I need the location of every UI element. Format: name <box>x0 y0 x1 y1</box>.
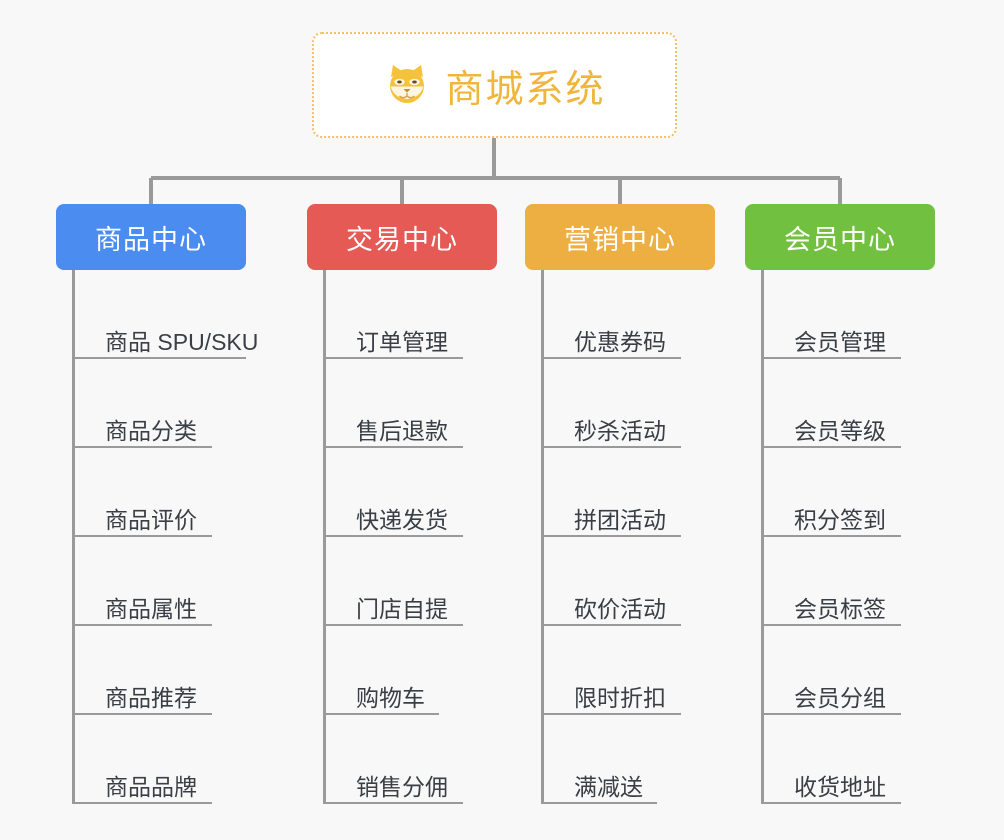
leaf-list-trade-center: 订单管理售后退款快递发货门店自提购物车销售分佣 <box>323 270 497 804</box>
branch-column-trade-center: 交易中心订单管理售后退款快递发货门店自提购物车销售分佣 <box>307 204 497 804</box>
leaf-item-label: 会员等级 <box>794 417 886 444</box>
category-label: 商品中心 <box>95 224 207 255</box>
leaf-item-label: 售后退款 <box>356 417 448 444</box>
leaf-item-label: 砍价活动 <box>574 595 666 622</box>
shiba-inu-icon <box>383 61 431 109</box>
root-node[interactable]: 商城系统 <box>312 32 677 138</box>
root-title: 商城系统 <box>445 68 606 111</box>
leaf-list-product-center: 商品 SPU/SKU 商品分类商品评价商品属性商品推荐商品品牌 <box>72 270 258 804</box>
branch-column-marketing-center: 营销中心优惠券码秒杀活动拼团活动砍价活动限时折扣满减送 <box>525 204 715 804</box>
leaf-item[interactable]: 商品品牌 <box>75 715 246 804</box>
leaf-item[interactable]: 商品推荐 <box>75 626 246 715</box>
category-label: 会员中心 <box>784 224 896 255</box>
leaf-item[interactable]: 订单管理 <box>326 270 497 359</box>
leaf-item-label: 商品评价 <box>105 506 197 533</box>
leaf-item-label: 满减送 <box>574 773 643 800</box>
leaf-item[interactable]: 会员标签 <box>764 537 935 626</box>
leaf-item-label: 会员分组 <box>794 684 886 711</box>
leaf-item[interactable]: 门店自提 <box>326 537 497 626</box>
leaf-item-label: 限时折扣 <box>574 684 666 711</box>
leaf-item[interactable]: 售后退款 <box>326 359 497 448</box>
category-label: 交易中心 <box>346 224 458 255</box>
leaf-item-label: 订单管理 <box>356 328 448 355</box>
leaf-item[interactable]: 商品评价 <box>75 448 246 537</box>
leaf-item-label: 商品品牌 <box>105 773 197 800</box>
leaf-item[interactable]: 收货地址 <box>764 715 935 804</box>
leaf-item[interactable]: 积分签到 <box>764 448 935 537</box>
leaf-item-label: 商品推荐 <box>105 684 197 711</box>
leaf-item-label: 快递发货 <box>356 506 448 533</box>
leaf-item[interactable]: 购物车 <box>326 626 497 715</box>
leaf-item[interactable]: 销售分佣 <box>326 715 497 804</box>
leaf-item-label: 门店自提 <box>356 595 448 622</box>
branch-column-product-center: 商品中心商品 SPU/SKU 商品分类商品评价商品属性商品推荐商品品牌 <box>56 204 258 804</box>
leaf-list-member-center: 会员管理会员等级积分签到会员标签会员分组收货地址 <box>761 270 935 804</box>
leaf-item-label: 收货地址 <box>794 773 886 800</box>
branch-column-member-center: 会员中心会员管理会员等级积分签到会员标签会员分组收货地址 <box>745 204 935 804</box>
leaf-item-label: 积分签到 <box>794 506 886 533</box>
leaf-item[interactable]: 商品属性 <box>75 537 246 626</box>
category-box-product-center[interactable]: 商品中心 <box>56 204 246 270</box>
leaf-item-label: 会员管理 <box>794 328 886 355</box>
leaf-item[interactable]: 商品分类 <box>75 359 246 448</box>
leaf-item-label: 会员标签 <box>794 595 886 622</box>
leaf-item-label: 优惠券码 <box>574 328 666 355</box>
leaf-item[interactable]: 快递发货 <box>326 448 497 537</box>
leaf-item[interactable]: 优惠券码 <box>544 270 715 359</box>
leaf-item-label: 商品属性 <box>105 595 197 622</box>
category-box-member-center[interactable]: 会员中心 <box>745 204 935 270</box>
leaf-item-label: 商品分类 <box>105 417 197 444</box>
branch-columns: 商品中心商品 SPU/SKU 商品分类商品评价商品属性商品推荐商品品牌 交易中心订单… <box>0 204 1004 840</box>
leaf-item[interactable]: 拼团活动 <box>544 448 715 537</box>
leaf-list-marketing-center: 优惠券码秒杀活动拼团活动砍价活动限时折扣满减送 <box>541 270 715 804</box>
leaf-item-label: 拼团活动 <box>574 506 666 533</box>
leaf-item-label: 销售分佣 <box>356 773 448 800</box>
leaf-item-label: 商品 SPU/SKU <box>105 328 259 355</box>
leaf-item[interactable]: 商品 SPU/SKU <box>75 270 258 359</box>
category-box-trade-center[interactable]: 交易中心 <box>307 204 497 270</box>
leaf-item[interactable]: 满减送 <box>544 715 715 804</box>
leaf-item-label: 秒杀活动 <box>574 417 666 444</box>
category-label: 营销中心 <box>564 224 676 255</box>
leaf-item[interactable]: 砍价活动 <box>544 537 715 626</box>
leaf-item-label: 购物车 <box>356 684 425 711</box>
category-box-marketing-center[interactable]: 营销中心 <box>525 204 715 270</box>
leaf-item[interactable]: 会员分组 <box>764 626 935 715</box>
leaf-item[interactable]: 限时折扣 <box>544 626 715 715</box>
leaf-item[interactable]: 会员管理 <box>764 270 935 359</box>
leaf-item[interactable]: 秒杀活动 <box>544 359 715 448</box>
leaf-item[interactable]: 会员等级 <box>764 359 935 448</box>
